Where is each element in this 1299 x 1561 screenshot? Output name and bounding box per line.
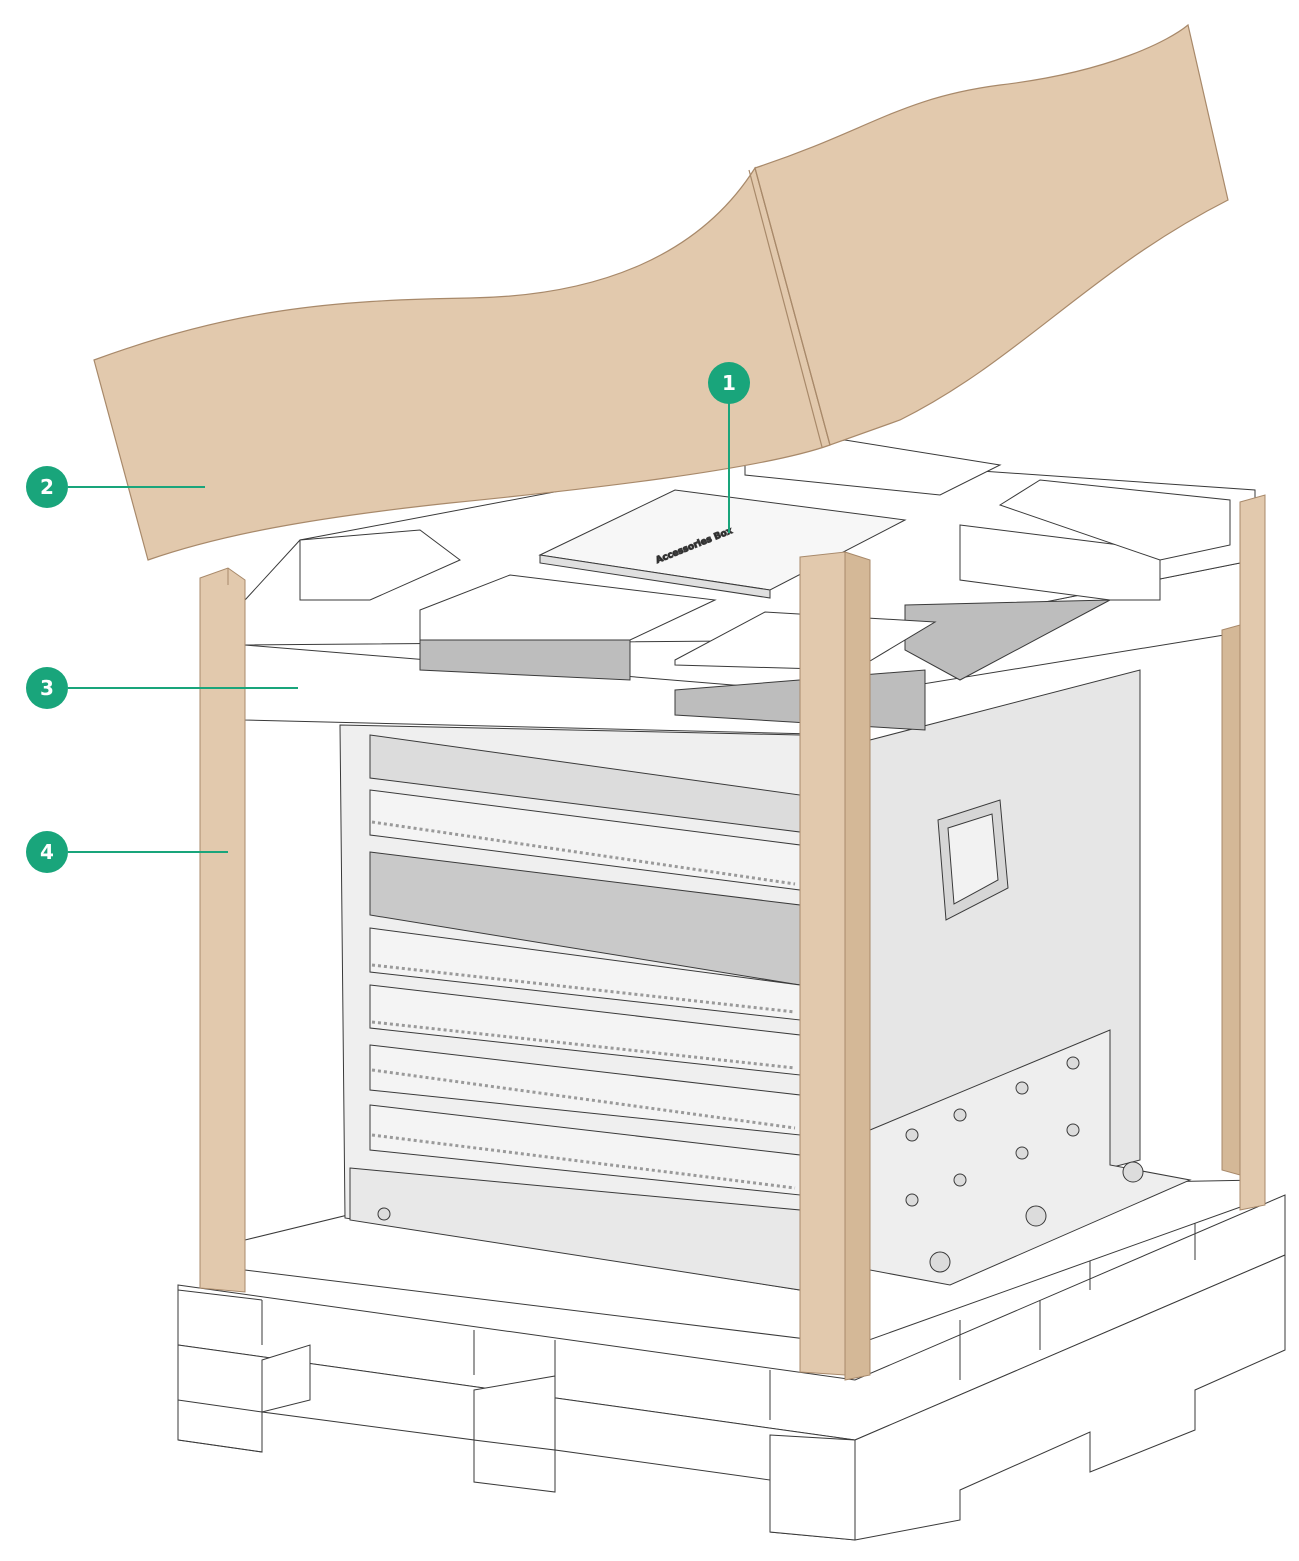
callout-2-number: 2 bbox=[40, 475, 54, 499]
callout-3-number: 3 bbox=[40, 676, 54, 700]
corner-protectors bbox=[199, 494, 1266, 1381]
callout-3: 3 bbox=[26, 667, 68, 709]
callout-4-number: 4 bbox=[40, 840, 54, 864]
corner-protector-front-left bbox=[199, 567, 246, 1293]
bracket-bolts bbox=[905, 1056, 1144, 1273]
handle-icon bbox=[937, 799, 1009, 921]
cardboard-sleeve bbox=[93, 23, 1229, 561]
corner-protector-front-right bbox=[799, 551, 871, 1381]
pallet bbox=[177, 1194, 1286, 1541]
callout-leaders bbox=[68, 403, 730, 853]
callout-1-number: 1 bbox=[722, 371, 736, 395]
power-button-icon bbox=[377, 1207, 391, 1221]
card-slots bbox=[349, 734, 801, 1291]
corner-protector-back-right bbox=[1221, 494, 1266, 1211]
callout-2: 2 bbox=[26, 466, 68, 508]
callout-4: 4 bbox=[26, 831, 68, 873]
callout-1: 1 bbox=[708, 362, 750, 404]
